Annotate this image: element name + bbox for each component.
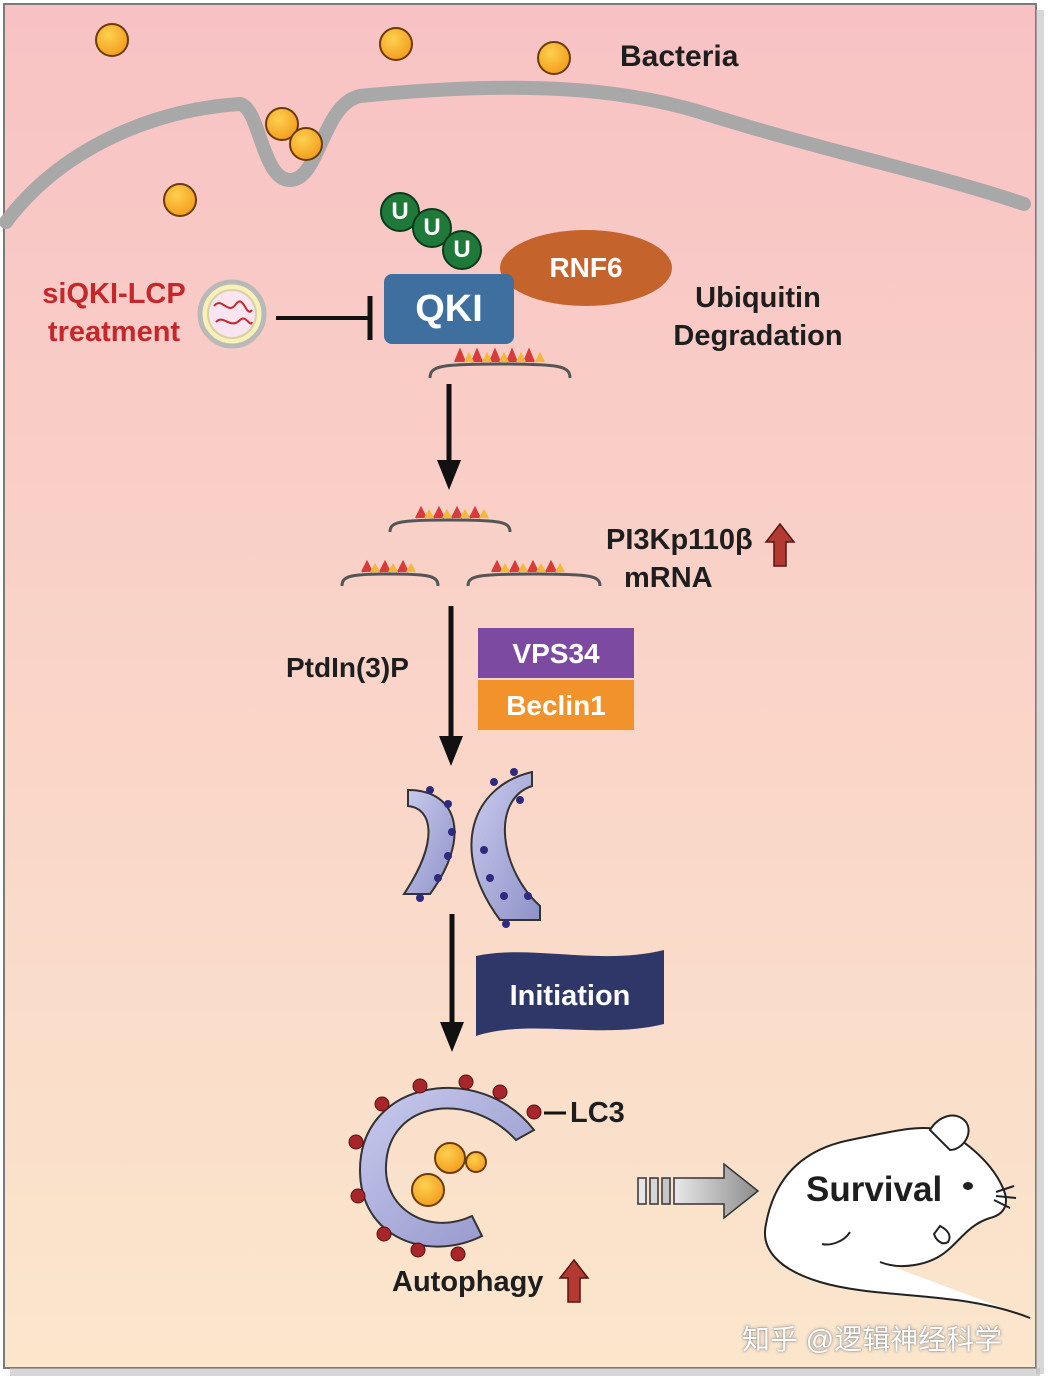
vps34-box [478, 628, 634, 678]
bacterium [537, 41, 571, 75]
ubiquitin-label: U [453, 236, 471, 263]
bacterium [289, 127, 323, 161]
liposome-icon [197, 279, 267, 349]
up-arrow-icon [764, 522, 796, 567]
mrna-strand [428, 347, 572, 379]
survival-label: Survival [806, 1170, 943, 1209]
watermark: 知乎 @逻辑神经科学 [742, 1324, 1003, 1355]
beclin1-box [478, 680, 634, 730]
treatment-label: treatment [47, 316, 181, 348]
lc3-label: LC3 [570, 1097, 625, 1129]
rnf6-label: RNF6 [549, 252, 623, 283]
phagophore-membranes [402, 768, 541, 928]
ubiquitin-degradation-label: Ubiquitin [695, 282, 821, 314]
bacterium [265, 107, 299, 141]
ubiquitin-label: U [423, 214, 441, 241]
bacteria-group [95, 23, 571, 217]
inhibition-symbol [276, 296, 373, 340]
rnf6-ellipse [500, 230, 672, 306]
autophagy-label: Autophagy [392, 1266, 544, 1298]
ubiquitin-chain [380, 192, 482, 270]
bacterium [95, 23, 129, 57]
ubiquitin-degradation-label: Degradation [673, 320, 843, 352]
treatment-label: siQKI-LCP [42, 278, 186, 310]
ubiquitin-label: U [391, 198, 409, 225]
bacterium [379, 27, 413, 61]
qki-box [384, 274, 514, 344]
cell-membrane [0, 80, 1031, 229]
ptdins-label: PtdIn(3)P [286, 652, 409, 683]
up-arrow-icon [558, 1258, 590, 1303]
bacteria-label: Bacteria [620, 40, 739, 73]
initiation-label: Initiation [509, 980, 631, 1012]
qki-label: QKI [415, 288, 483, 330]
mrna-label: mRNA [624, 562, 713, 594]
gradient-arrow-icon [637, 1162, 760, 1220]
mouse-icon [763, 1114, 1031, 1319]
initiation-banner [476, 950, 664, 1036]
vps34-label: VPS34 [512, 638, 600, 669]
autophagosome [348, 1074, 542, 1262]
pi3k-label: PI3Kp110β [606, 524, 753, 556]
mrna-fragments [340, 505, 602, 587]
beclin1-label: Beclin1 [506, 690, 606, 721]
bacterium [163, 183, 197, 217]
